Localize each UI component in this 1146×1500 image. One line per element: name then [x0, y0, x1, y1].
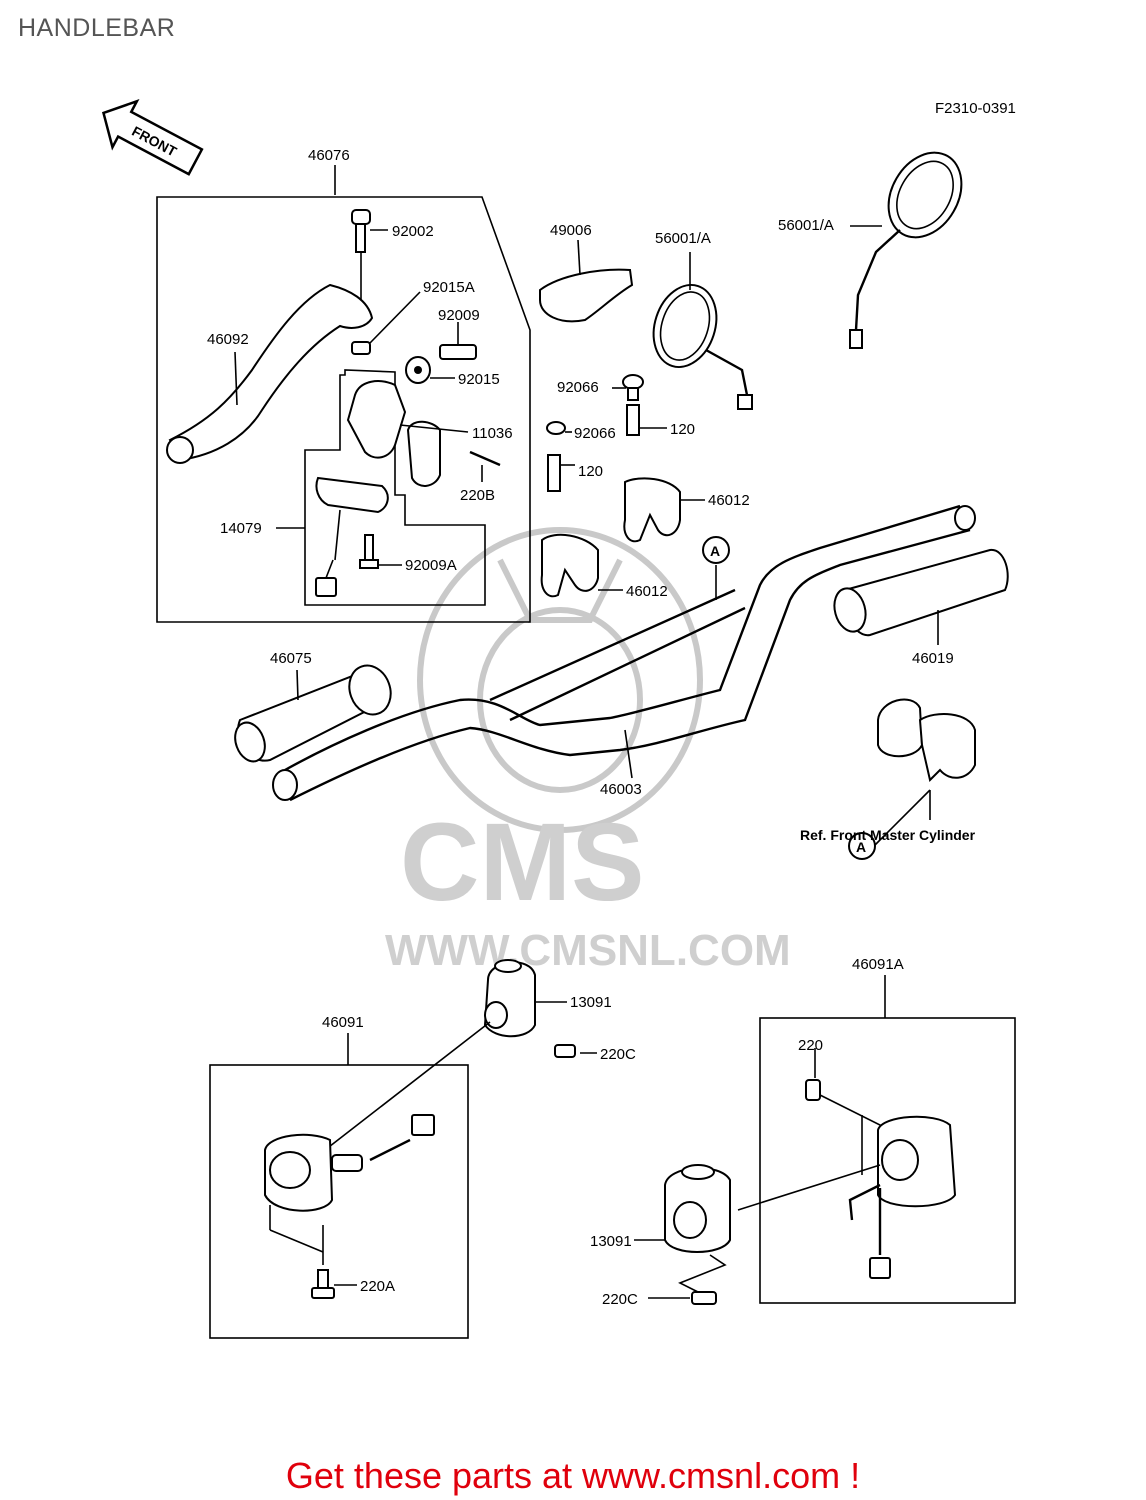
callout-220C-1: 220C: [600, 1046, 636, 1063]
callout-46091A: 46091A: [852, 956, 904, 973]
callout-220B: 220B: [460, 487, 495, 504]
callout-13091-1: 13091: [570, 994, 612, 1011]
callout-120-1: 120: [670, 421, 695, 438]
screws-92066-120: 92066 120 92066 120: [546, 374, 695, 492]
callout-13091-2: 13091: [590, 1233, 632, 1250]
callout-46012-1: 46012: [708, 492, 750, 509]
grip-46019: 46019: [833, 548, 1009, 667]
ref-master-cylinder: A Ref. Front Master Cylinder: [800, 698, 976, 860]
callout-11036: 11036: [472, 425, 513, 442]
watermark-logo: CMS: [400, 801, 644, 924]
callout-46012-2: 46012: [626, 583, 668, 600]
marker-a-1: A: [710, 543, 720, 559]
ref-front-master-cylinder: Ref. Front Master Cylinder: [800, 827, 976, 843]
callout-92002: 92002: [392, 223, 434, 240]
page-title: HANDLEBAR: [18, 14, 176, 42]
callout-49006: 49006: [550, 222, 592, 239]
callout-92009: 92009: [438, 307, 480, 324]
drawing-code: F2310-0391: [935, 100, 1016, 117]
switch-assembly-46091A: 46091A 220: [759, 956, 1016, 1304]
callout-46075: 46075: [270, 650, 312, 667]
holders-46012: 46012 46012: [540, 477, 750, 600]
mirror-right: 56001/A: [778, 151, 963, 349]
callout-220C-2: 220C: [602, 1291, 638, 1308]
housing-13091-top: 13091 220C: [324, 959, 636, 1151]
callout-92066-1: 92066: [557, 379, 599, 396]
callout-56001A-1: 56001/A: [655, 230, 711, 247]
footer-cta-link[interactable]: Get these parts at www.cmsnl.com !: [285, 1455, 861, 1496]
callout-220A: 220A: [360, 1278, 395, 1295]
callout-46019: 46019: [912, 650, 954, 667]
callout-92015: 92015: [458, 371, 500, 388]
callout-46091: 46091: [322, 1014, 364, 1031]
marker-a-2: A: [856, 839, 866, 855]
callout-220: 220: [798, 1037, 823, 1054]
callout-92015A: 92015A: [423, 279, 475, 296]
lever-assembly-group: 46076 92002 46092 92015A 92009 92015: [156, 147, 531, 623]
callout-46076: 46076: [308, 147, 350, 164]
switch-assembly-46091: 46091 220A: [209, 1014, 469, 1339]
callout-92066-2: 92066: [574, 425, 616, 442]
callout-56001A-2: 56001/A: [778, 217, 834, 234]
callout-92009A: 92009A: [405, 557, 457, 574]
callout-46092: 46092: [207, 331, 249, 348]
callout-120-2: 120: [578, 463, 603, 480]
front-arrow-icon: FRONT: [101, 99, 204, 176]
handlebar-46003: 46003 A: [272, 504, 976, 802]
watermark-url: WWW.CMSNL.COM: [385, 926, 791, 975]
cms-watermark: CMS WWW.CMSNL.COM: [385, 527, 791, 975]
callout-46003: 46003: [600, 781, 642, 798]
callout-14079: 14079: [220, 520, 262, 537]
grip-46075: 46075: [234, 650, 392, 763]
part-49006: 49006: [539, 222, 634, 323]
mirror-left: 56001/A: [652, 230, 753, 410]
housing-13091-bottom: 13091 220C: [590, 1164, 881, 1308]
